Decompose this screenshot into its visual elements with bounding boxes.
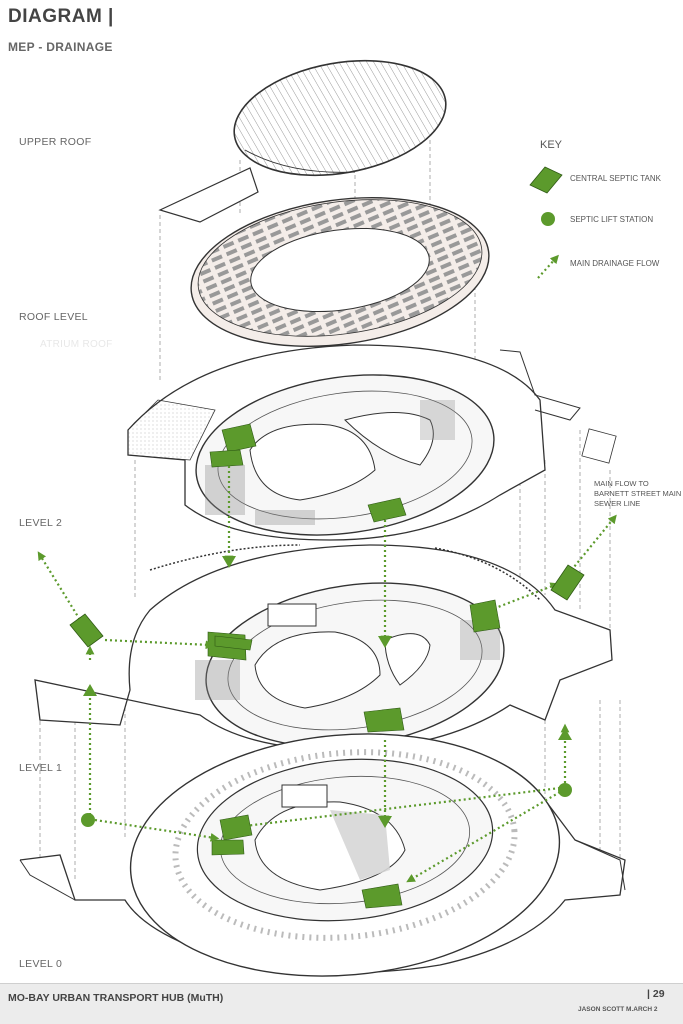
level-label-level-0: LEVEL 0 bbox=[19, 958, 63, 970]
level-0-layer bbox=[19, 733, 626, 977]
level-label-roof-level: ROOF LEVEL bbox=[19, 311, 88, 323]
key-item-drainage-flow: MAIN DRAINAGE FLOW bbox=[570, 259, 660, 268]
upper-roof-layer bbox=[233, 59, 447, 177]
atrium-roof-label: ATRIUM ROOF bbox=[40, 339, 113, 350]
level-1-layer bbox=[34, 544, 613, 751]
key-item-septic-tank: CENTRAL SEPTIC TANK bbox=[570, 174, 661, 183]
key-symbols bbox=[529, 166, 563, 279]
exploded-axonometric-diagram bbox=[19, 59, 626, 977]
key-item-lift-station: SEPTIC LIFT STATION bbox=[570, 215, 654, 224]
drainage-flow-arrows-markers bbox=[83, 556, 572, 828]
level-2-layer bbox=[127, 344, 617, 541]
level-label-level-2: LEVEL 2 bbox=[19, 517, 63, 529]
wet-area-zones bbox=[207, 423, 501, 909]
level-label-level-1: LEVEL 1 bbox=[19, 762, 63, 774]
diagram-title: DIAGRAM | bbox=[8, 6, 114, 27]
footer-divider bbox=[0, 983, 683, 984]
sewer-line-annotation: MAIN FLOW TO BARNETT STREET MAIN SEWER L… bbox=[594, 479, 682, 508]
lift-station-icon bbox=[81, 783, 572, 827]
drainage-flow-lines bbox=[37, 466, 617, 883]
septic-tank-icon bbox=[69, 564, 585, 648]
footer-bar bbox=[0, 983, 683, 1024]
key-drainage-flow-icon bbox=[537, 254, 559, 279]
footer-author: JASON SCOTT M.ARCH 2 bbox=[578, 1006, 658, 1013]
key-title: KEY bbox=[540, 139, 563, 151]
level-label-upper-roof: UPPER ROOF bbox=[19, 136, 92, 148]
key-septic-tank-icon bbox=[529, 166, 563, 194]
roof-level-layer bbox=[158, 167, 490, 347]
footer-project-title: MO-BAY URBAN TRANSPORT HUB (MuTH) bbox=[8, 992, 224, 1004]
diagram-subtitle: MEP - DRAINAGE bbox=[8, 40, 113, 54]
key-lift-station-icon bbox=[541, 212, 555, 226]
footer-page-number: | 29 bbox=[647, 988, 665, 1000]
